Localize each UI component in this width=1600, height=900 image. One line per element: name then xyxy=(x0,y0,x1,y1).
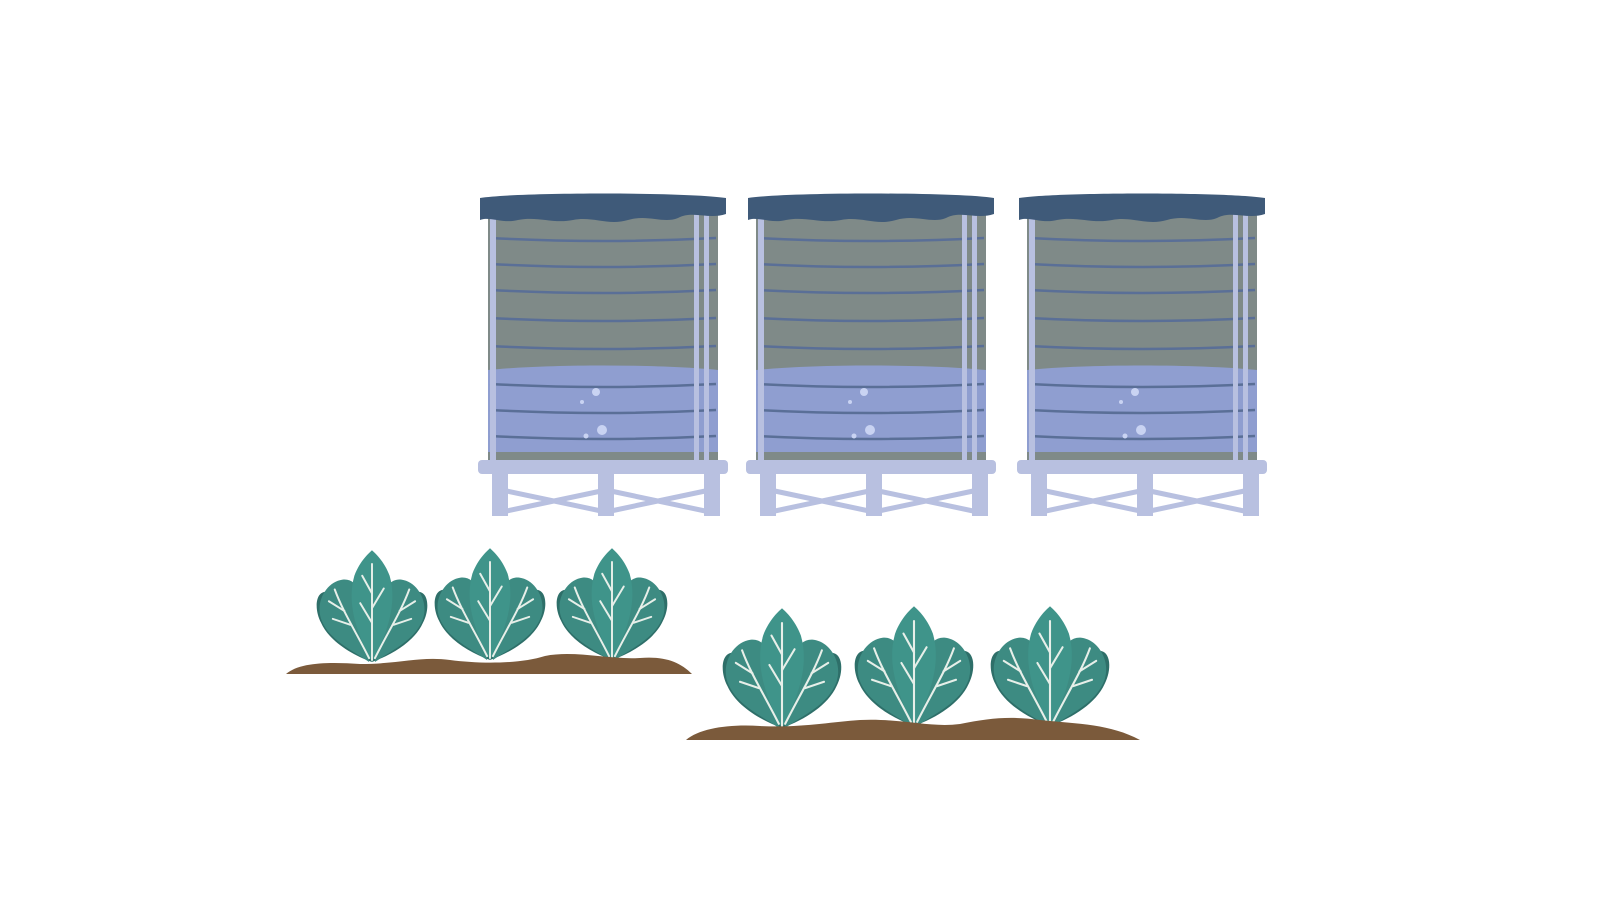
water-tank-icon xyxy=(746,194,996,517)
water-tank-icon xyxy=(1017,194,1267,517)
water-tank-icon xyxy=(478,194,728,517)
water-tank-3 xyxy=(1017,194,1267,517)
soil-mound-icon xyxy=(686,717,1140,740)
water-tank-2 xyxy=(746,194,996,517)
water-tank-1 xyxy=(478,194,728,517)
garden-bed-front xyxy=(686,605,1140,740)
soil-mound-icon xyxy=(286,654,692,674)
garden-bed-back xyxy=(286,547,692,674)
